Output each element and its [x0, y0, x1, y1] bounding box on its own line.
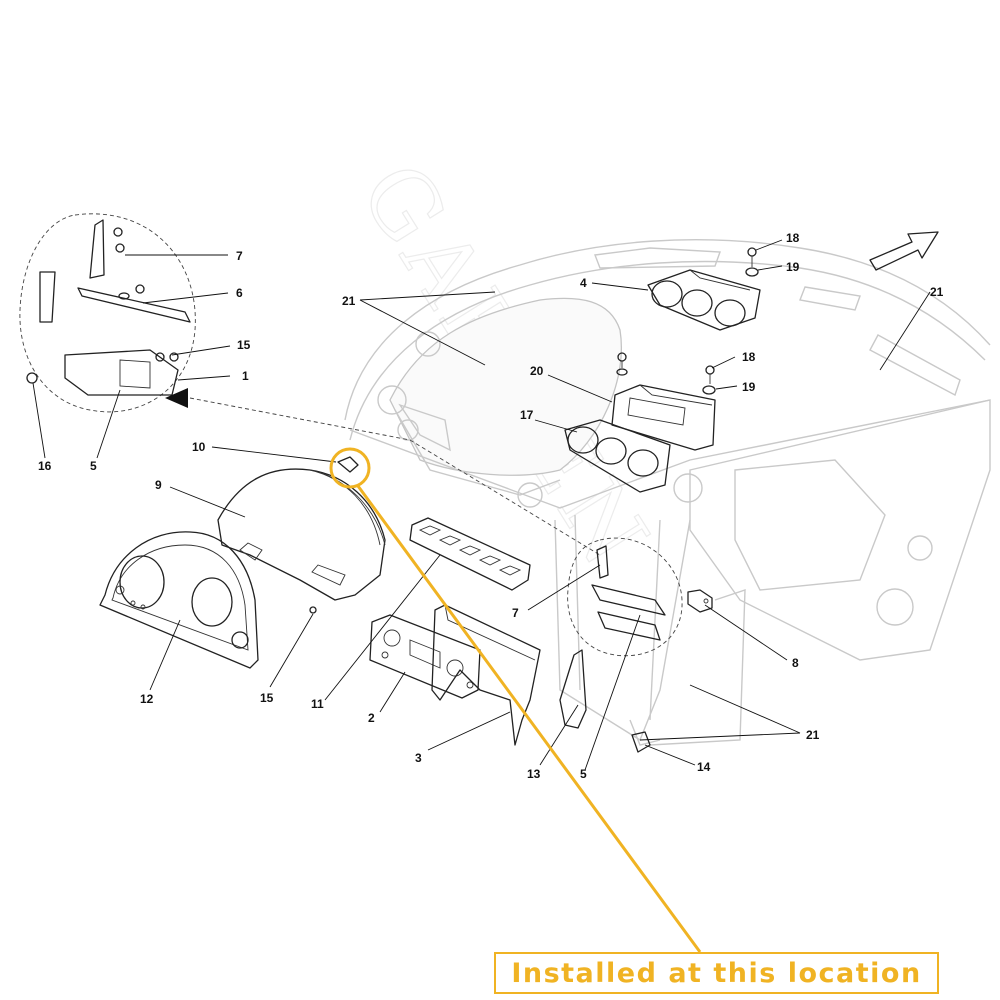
- callout-12: 12: [140, 692, 154, 706]
- sensor-10: [337, 456, 359, 473]
- dashboard-assembly: [344, 239, 991, 746]
- callout-19-lower: 19: [742, 380, 756, 394]
- callout-15: 15: [260, 691, 274, 705]
- leader-lines: [32, 239, 931, 771]
- callout-9: 9: [155, 478, 162, 492]
- vent-unit-4: [647, 269, 761, 331]
- callout-3: 3: [415, 751, 422, 765]
- callout-2: 2: [368, 711, 375, 725]
- callout-18-upper: 18: [786, 231, 800, 245]
- detail-reference-line: [189, 397, 601, 556]
- callout-21-right: 21: [930, 285, 944, 299]
- bracket-5-installed: [591, 584, 666, 641]
- vent-unit-17: [564, 419, 671, 493]
- display-unit-20: [611, 384, 716, 451]
- climate-control-2: [369, 614, 481, 699]
- callout-14: 14: [697, 760, 711, 774]
- highlight-pointer: [356, 485, 702, 953]
- callout-labels: 7 6 15 1 16 5 10 9 12 15 11 2 3 13 5 7 8…: [38, 231, 944, 781]
- callout-21-left: 21: [342, 294, 356, 308]
- screw-18-lower: [705, 365, 715, 384]
- washer-19-lower: [702, 385, 716, 395]
- cluster-bezel-12: [99, 531, 259, 669]
- orientation-arrow: [869, 231, 939, 271]
- callout-10: 10: [192, 440, 206, 454]
- callout-5: 5: [580, 767, 587, 781]
- callout-5-detail: 5: [90, 459, 97, 473]
- highlight-circle: [329, 447, 371, 489]
- callout-20: 20: [530, 364, 544, 378]
- screw-center: [616, 352, 628, 376]
- callout-15-detail: 15: [237, 338, 251, 352]
- callout-11: 11: [311, 697, 324, 711]
- callout-7-detail: 7: [236, 249, 243, 263]
- detail-inset: [19, 213, 196, 413]
- bracket-13: [559, 649, 587, 729]
- screw-15: [309, 606, 317, 614]
- screw-18-upper: [747, 247, 757, 267]
- callout-16: 16: [38, 459, 52, 473]
- installed-location-label-box: Installed at this location: [494, 952, 939, 994]
- callout-7: 7: [512, 606, 519, 620]
- washer-19-upper: [745, 267, 759, 277]
- bracket-8: [687, 589, 713, 613]
- callout-8: 8: [792, 656, 799, 670]
- detail-pointer-arrow: [165, 388, 188, 408]
- callout-13: 13: [527, 767, 541, 781]
- bracket-7-installed: [596, 545, 609, 579]
- callout-19-upper: 19: [786, 260, 800, 274]
- switch-panel-11: [409, 517, 531, 591]
- callout-6: 6: [236, 286, 243, 300]
- callout-21-bottom: 21: [806, 728, 820, 742]
- dashboard-detail-oval: [567, 537, 683, 657]
- callout-4: 4: [580, 276, 587, 290]
- mounting-bracket-3: [431, 604, 541, 746]
- install-location-highlight: [329, 447, 702, 953]
- installed-location-label: Installed at this location: [511, 957, 922, 989]
- callout-18-lower: 18: [742, 350, 756, 364]
- bracket-14: [631, 731, 651, 753]
- callout-1: 1: [242, 369, 249, 383]
- callout-17: 17: [520, 408, 534, 422]
